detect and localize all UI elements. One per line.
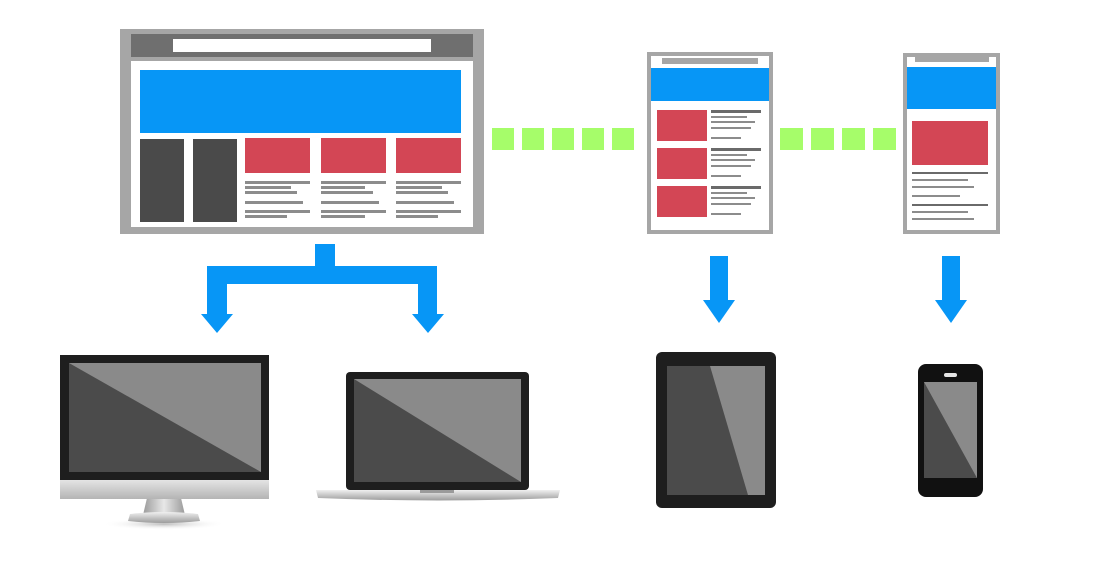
laptop-base <box>316 490 560 501</box>
monitor-stand-neck <box>143 498 185 515</box>
monitor-stand-base <box>128 512 200 523</box>
phone-card-image <box>912 121 988 165</box>
desktop-card-image <box>321 138 386 173</box>
desktop-sidebar-column <box>193 139 237 222</box>
phone-address-field <box>915 57 989 62</box>
monitor-chin <box>60 480 269 499</box>
laptop-screen-glare <box>354 379 521 482</box>
desktop-address-field <box>173 39 431 52</box>
smartphone-device <box>918 364 983 497</box>
phone-layout-wireframe <box>903 53 1000 234</box>
tablet-address-field <box>662 58 758 64</box>
tablet-header-banner <box>651 68 769 101</box>
phone-screen-glare <box>924 382 977 478</box>
phone-text-lines <box>912 172 988 220</box>
desktop-card-image <box>245 138 310 173</box>
tablet-screen-glare <box>710 366 765 495</box>
tablet-card-image <box>657 110 707 141</box>
desktop-to-tablet-connector <box>492 128 634 150</box>
tablet-device <box>656 352 776 508</box>
monitor-screen-glare <box>69 363 261 472</box>
phone-speaker <box>944 373 957 377</box>
laptop-device <box>316 372 560 501</box>
tablet-layout-wireframe <box>647 52 773 234</box>
desktop-card-image <box>396 138 461 173</box>
phone-header-banner <box>907 67 996 109</box>
desktop-monitor-device <box>60 355 269 530</box>
phone-down-arrow <box>935 256 967 323</box>
tablet-card-image <box>657 148 707 179</box>
tablet-down-arrow <box>703 256 735 323</box>
desktop-header-banner <box>140 70 461 133</box>
tablet-text-lines <box>711 110 761 215</box>
desktop-split-arrow <box>201 244 444 333</box>
tablet-to-phone-connector <box>780 128 896 150</box>
desktop-layout-wireframe <box>120 29 484 234</box>
desktop-sidebar-column <box>140 139 184 222</box>
tablet-card-image <box>657 186 707 217</box>
laptop-notch <box>420 490 454 493</box>
desktop-text-lines <box>245 181 461 218</box>
